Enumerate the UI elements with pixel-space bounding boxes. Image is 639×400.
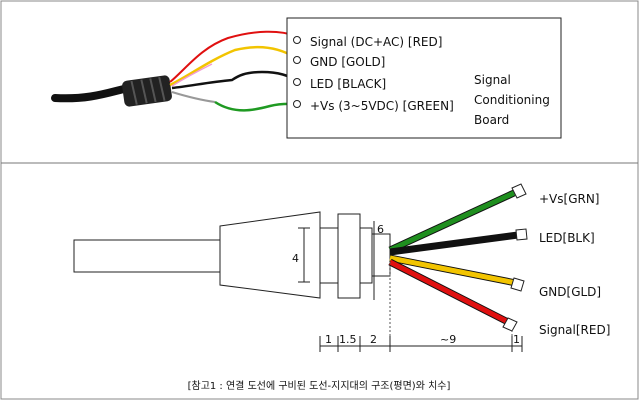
label-signal-red: Signal[RED] (539, 323, 610, 337)
wire-black-bottom (389, 231, 519, 256)
board-title-line3: Board (474, 113, 509, 127)
collar-ring (319, 227, 339, 284)
label-vs-grn: +Vs[GRN] (539, 192, 600, 206)
wire-gold-bottom (389, 255, 517, 286)
flange (337, 213, 361, 299)
tip-black (515, 228, 528, 241)
pin-led (293, 78, 301, 86)
signal-board-box (286, 17, 562, 139)
board-title-line1: Signal (474, 73, 511, 87)
tip-gold (510, 277, 525, 292)
pin-signal (293, 36, 301, 44)
dim-9: ~9 (440, 333, 456, 346)
cable-stub (73, 239, 221, 273)
tip-green (511, 183, 527, 199)
collar-ring-2 (359, 227, 373, 284)
pin-label-signal: Signal (DC+AC) [RED] (310, 35, 442, 49)
dim-1b: 1 (513, 333, 520, 346)
top-panel: Signal (DC+AC) [RED] GND [GOLD] LED [BLA… (51, 17, 562, 139)
pin-vs (293, 100, 301, 108)
cable-connector (122, 75, 172, 107)
pin-label-led: LED [BLACK] (310, 77, 386, 91)
wire-pink (171, 63, 213, 87)
wire-green-bottom (388, 190, 516, 253)
label-gnd-gld: GND[GLD] (539, 285, 601, 299)
wire-black (171, 70, 297, 90)
bottom-panel: 4 6 +Vs[GRN] LED[BLK] GND[GLD] Signal[RE… (73, 183, 610, 392)
pin-label-gnd: GND [GOLD] (310, 55, 385, 69)
wire-gold (169, 45, 297, 87)
label-led-blk: LED[BLK] (539, 231, 595, 245)
tip-sleeve (371, 233, 391, 277)
figure-caption: [참고1 : 연결 도선에 구비된 도선-지지대의 구조(평면)와 치수] (188, 380, 451, 392)
wire-red-bottom (388, 259, 512, 326)
board-title-line2: Conditioning (474, 93, 550, 107)
fanned-wires (388, 183, 528, 332)
pin-gnd (293, 56, 301, 64)
wire-red (169, 30, 297, 83)
pin-label-vs: +Vs (3~5VDC) [GREEN] (310, 99, 454, 113)
cable-body (51, 84, 132, 103)
length-dimensions: 1 1.5 2 ~9 1 (319, 262, 523, 352)
dim-1a: 1 (325, 333, 332, 346)
dim-1-5: 1.5 (339, 333, 357, 346)
wire-green (214, 100, 297, 112)
dim-inner-height: 6 (377, 223, 384, 236)
strain-relief-boot (219, 211, 321, 299)
dim-2: 2 (370, 333, 377, 346)
wire-gray (171, 91, 216, 103)
dim-outer-height: 4 (292, 252, 299, 265)
